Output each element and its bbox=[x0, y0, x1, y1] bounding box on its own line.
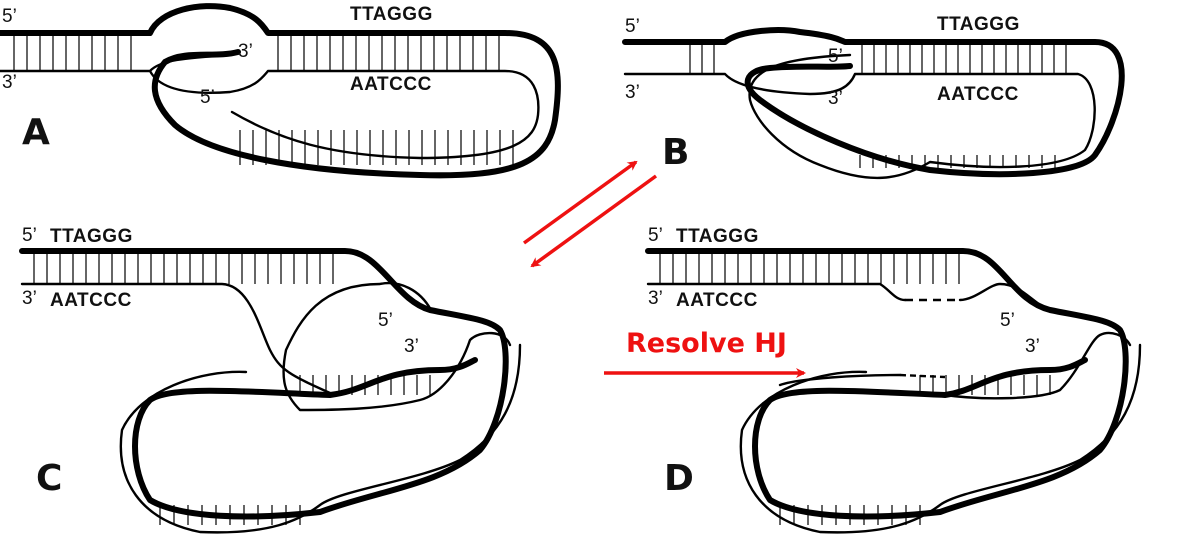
end-3-prime-b-bottom: 3’ bbox=[625, 82, 640, 103]
panel-label-d: D bbox=[664, 458, 694, 499]
equilibrium-arrows bbox=[522, 160, 658, 268]
sequence-d-top: TTAGGG bbox=[676, 226, 759, 247]
panel-b: 5’ 3’ 5’ 3’ TTAGGG AATCCC B bbox=[622, 14, 1125, 180]
end-5-prime-d-loop: 5’ bbox=[1000, 310, 1015, 331]
sequence-b-top: TTAGGG bbox=[937, 14, 1020, 35]
strand-d-outer-loop bbox=[739, 343, 1142, 534]
strand-a-top-g-rich bbox=[0, 3, 561, 179]
end-5-prime-a-invading: 5’ bbox=[200, 87, 215, 108]
end-5-prime-b-top: 5’ bbox=[625, 16, 640, 37]
sequence-a-bottom: AATCCC bbox=[350, 74, 432, 95]
strand-b-top-g-rich bbox=[622, 27, 1125, 178]
strand-c-crossover-strand bbox=[282, 281, 512, 412]
sequence-a-top: TTAGGG bbox=[350, 4, 433, 25]
base-pair-rungs-b bbox=[689, 42, 1067, 168]
resolve-hj-step: Resolve HJ bbox=[604, 328, 806, 378]
end-5-prime-c-loop: 5’ bbox=[378, 310, 393, 331]
strand-c-bottom-c-rich bbox=[20, 282, 332, 395]
end-3-prime-a-overhang: 3’ bbox=[238, 41, 253, 62]
end-5-prime-d-top: 5’ bbox=[648, 225, 663, 246]
strand-a-bottom-c-rich bbox=[0, 69, 540, 160]
end-3-prime-b-loop: 3’ bbox=[828, 88, 843, 109]
arrow-b-to-c-icon bbox=[530, 174, 658, 268]
end-3-prime-d-loop: 3’ bbox=[1025, 336, 1040, 357]
end-3-prime-c-loop: 3’ bbox=[404, 336, 419, 357]
sequence-c-bottom: AATCCC bbox=[50, 290, 132, 311]
sequence-d-bottom: AATCCC bbox=[676, 290, 758, 311]
base-pair-rungs-a bbox=[13, 33, 514, 165]
end-3-prime-a-bottom: 3’ bbox=[2, 72, 17, 93]
panel-a: 5’ 3’ 3’ 5’ TTAGGG AATCCC A bbox=[0, 3, 561, 179]
strand-c-top-g-rich bbox=[19, 248, 509, 520]
arrow-c-to-b-icon bbox=[522, 160, 638, 245]
panel-label-a: A bbox=[22, 112, 50, 153]
strand-c-outer-loop bbox=[119, 343, 522, 534]
end-3-prime-d-bottom: 3’ bbox=[648, 288, 663, 309]
panel-label-c: C bbox=[36, 458, 62, 499]
strand-d-top-g-rich bbox=[645, 248, 1129, 520]
end-5-prime-b-loop: 5’ bbox=[828, 46, 843, 67]
panel-d: 5’ 3’ 5’ 3’ TTAGGG AATCCC D bbox=[645, 225, 1142, 534]
resolve-hj-label: Resolve HJ bbox=[626, 328, 787, 359]
panel-label-b: B bbox=[662, 132, 689, 173]
resolved-junction-dashes-bottom bbox=[899, 373, 946, 379]
strand-d-inner-strand bbox=[778, 331, 1132, 400]
panel-c: 5’ 3’ 5’ 3’ TTAGGG AATCCC C bbox=[19, 225, 522, 534]
end-3-prime-c-bottom: 3’ bbox=[22, 288, 37, 309]
sequence-b-bottom: AATCCC bbox=[937, 84, 1019, 105]
end-5-prime-a-top: 5’ bbox=[2, 6, 17, 27]
end-5-prime-c-top: 5’ bbox=[22, 225, 37, 246]
strand-d-bottom-c-rich bbox=[646, 282, 1050, 312]
strand-a-loop-upper bbox=[148, 53, 232, 73]
sequence-c-top: TTAGGG bbox=[50, 226, 133, 247]
strand-b-bottom-c-rich bbox=[623, 53, 1096, 180]
